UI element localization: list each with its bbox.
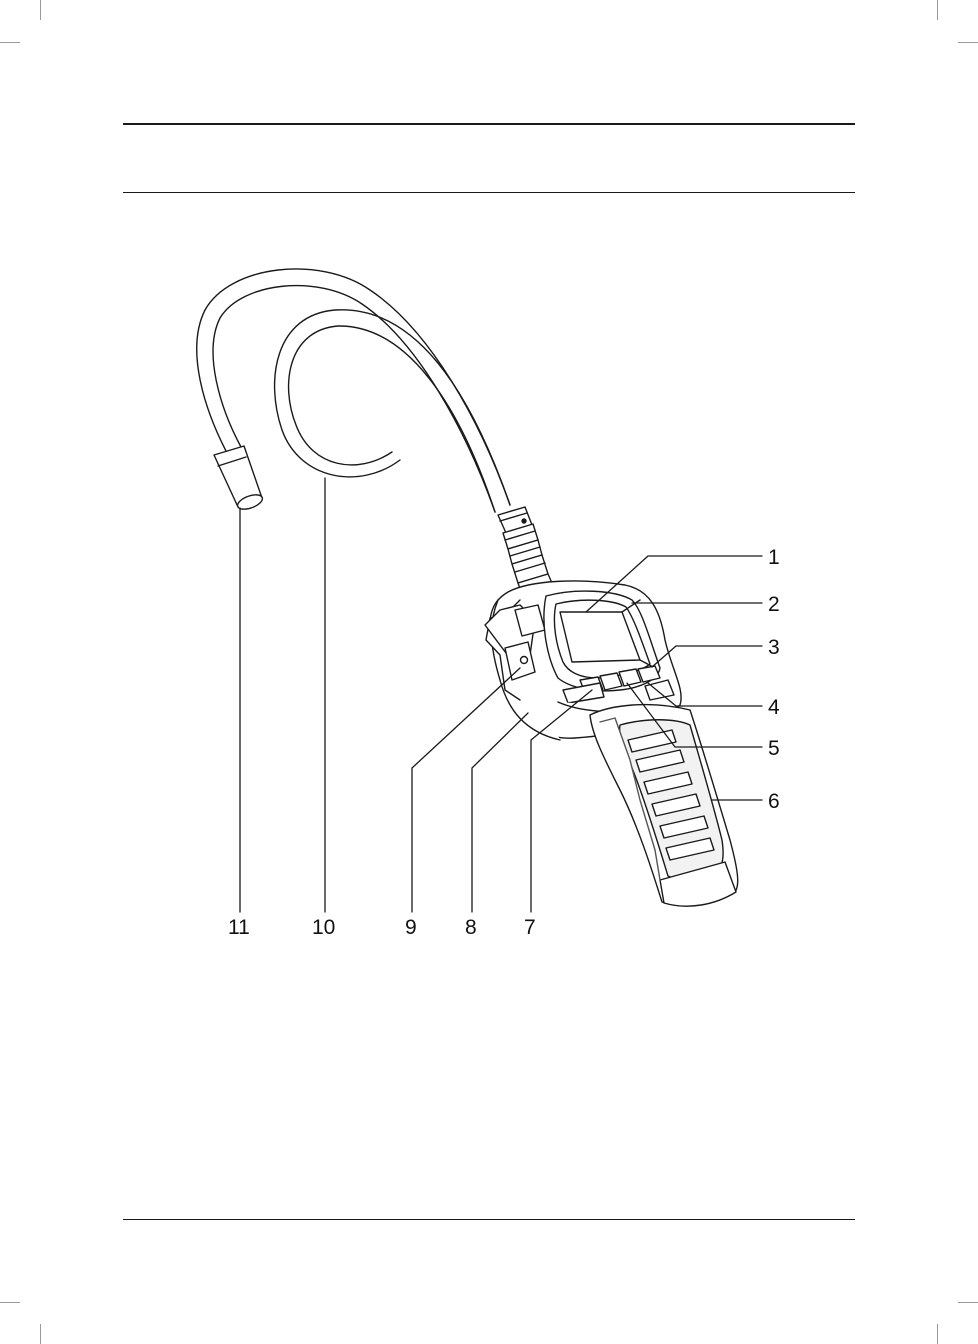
callout-4: 4 [768, 696, 780, 719]
camera-head [213, 445, 264, 510]
callout-10: 10 [312, 916, 335, 939]
gooseneck-cable [196, 268, 511, 513]
screen-bezel [543, 590, 661, 692]
crop-mark-bottom-right-v [937, 1324, 938, 1344]
callout-9: 9 [405, 916, 417, 939]
callout-7: 7 [524, 916, 536, 939]
cable-connector [497, 506, 557, 601]
crop-mark-top-left-h [0, 42, 20, 43]
crop-mark-top-right-v [937, 0, 938, 20]
callout-8: 8 [465, 916, 477, 939]
crop-mark-top-left-v [40, 0, 41, 20]
leader-lines [239, 477, 763, 913]
leader-3 [651, 645, 763, 668]
callout-6: 6 [768, 790, 780, 813]
crop-mark-bottom-left-v [40, 1324, 41, 1344]
leader-1 [585, 555, 763, 613]
leader-5 [626, 682, 763, 748]
footer-rule [123, 1219, 855, 1220]
handle-grip [589, 703, 739, 907]
side-port [519, 655, 529, 665]
callout-numbers: 1 2 3 4 5 6 7 8 9 10 11 [228, 546, 780, 939]
callout-2: 2 [768, 593, 780, 616]
crop-mark-top-right-h [958, 42, 978, 43]
header-rule-bottom [123, 192, 855, 193]
leader-4 [647, 682, 763, 707]
leader-8 [471, 712, 529, 913]
crop-mark-bottom-right-h [958, 1302, 978, 1303]
crop-mark-bottom-left-h [0, 1302, 20, 1303]
leader-9 [411, 667, 521, 913]
header-rule-top [123, 123, 855, 125]
callout-3: 3 [768, 636, 780, 659]
leader-7 [530, 689, 593, 913]
callout-5: 5 [768, 737, 780, 760]
callout-1: 1 [768, 546, 780, 569]
callout-11: 11 [228, 916, 250, 939]
